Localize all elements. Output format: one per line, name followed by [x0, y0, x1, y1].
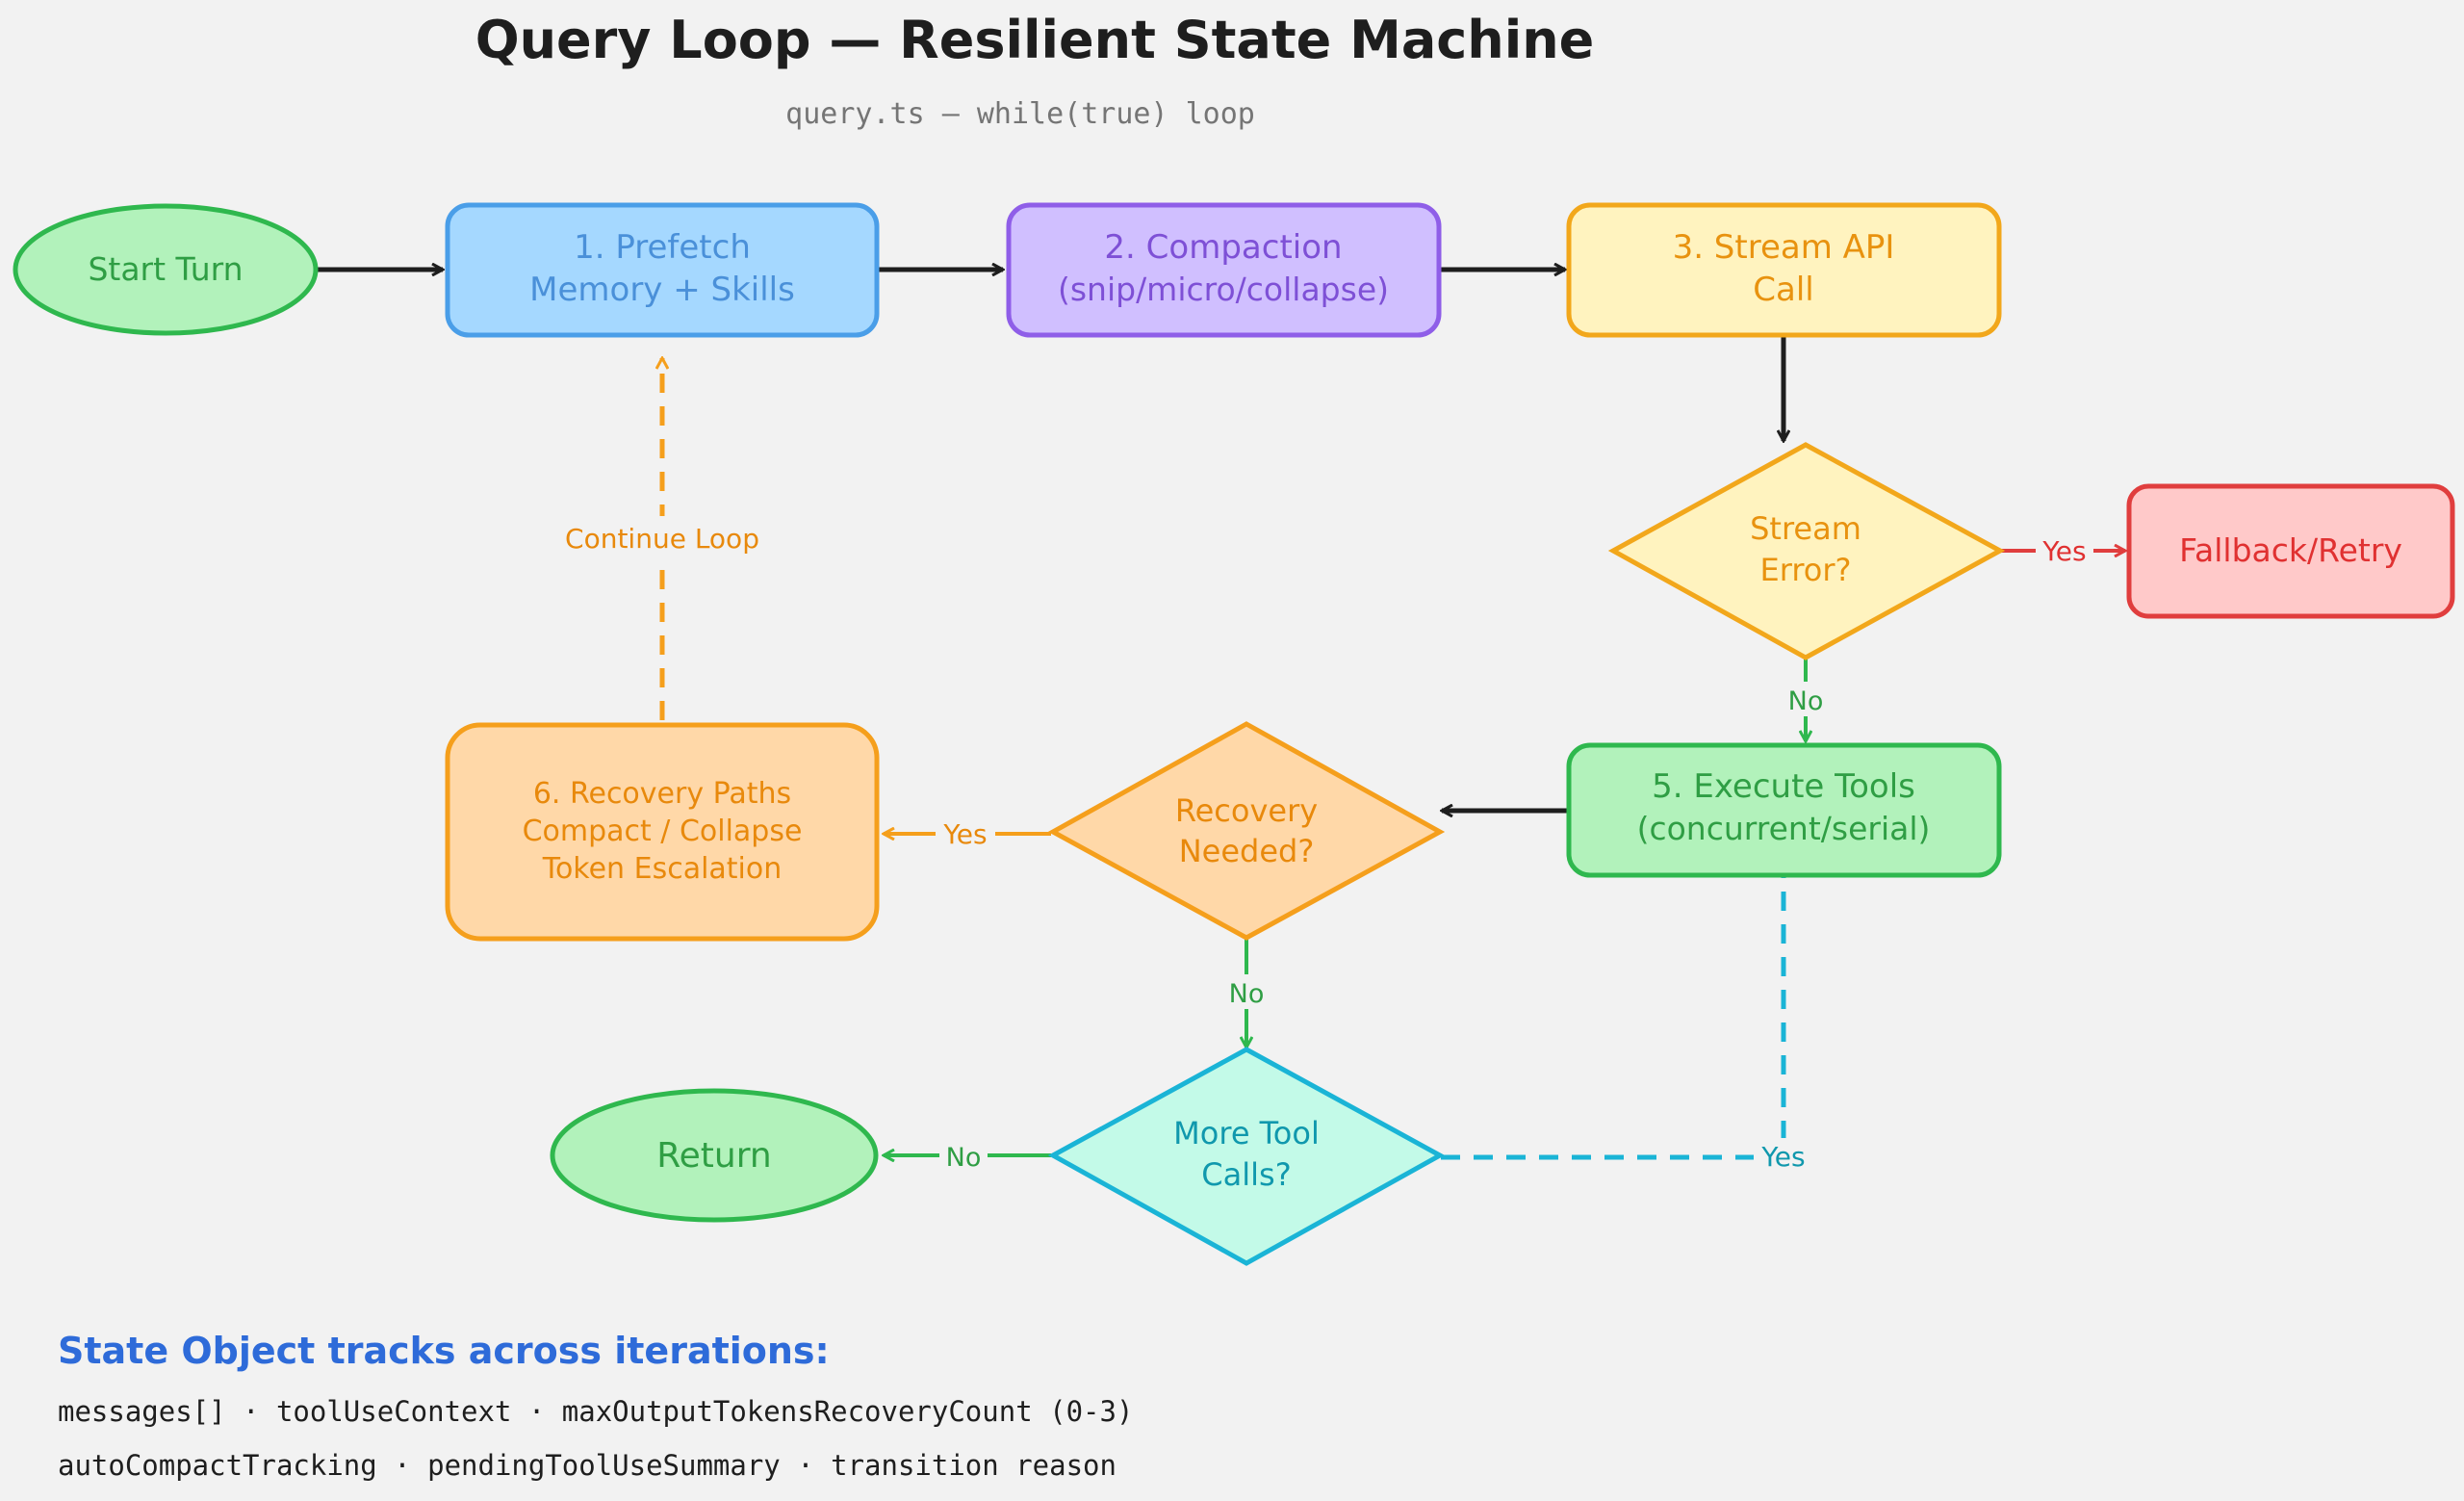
node-prefetch-line2: Memory + Skills: [529, 271, 795, 309]
node-return: [550, 1088, 879, 1223]
node-fallback-retry: [2126, 483, 2455, 619]
node-prefetch: [445, 202, 880, 338]
edge-label-bg-continue: [553, 516, 771, 562]
edge-label-more-no: No: [946, 1143, 982, 1173]
node-stream-api-line1: 3. Stream API: [1673, 228, 1895, 267]
node-stream-api-line2: Call: [1753, 271, 1813, 309]
node-compaction-line2: (snip/micro/collapse): [1058, 271, 1389, 308]
edge-label-recovery-yes: Yes: [942, 818, 987, 850]
node-stream-error-line1: Stream: [1750, 510, 1861, 547]
node-recovery-paths: [445, 722, 880, 942]
node-execute-tools: [1566, 742, 2002, 878]
node-recovery-needed-line1: Recovery: [1175, 792, 1318, 829]
edge-label-bg-stream-no: [1783, 682, 1829, 716]
edge-label-bg-recovery-yes: [936, 815, 995, 852]
page-subtitle: query.ts — while(true) loop: [785, 97, 1255, 131]
node-recovery-needed-line2: Needed?: [1179, 833, 1315, 869]
node-return-label: Return: [656, 1136, 771, 1176]
node-recovery-needed: [1047, 721, 1446, 941]
edge-label-stream-yes: Yes: [2041, 535, 2086, 567]
node-more-tool-calls: [1047, 1047, 1446, 1266]
node-compaction-line1: 2. Compaction: [1104, 228, 1342, 267]
edge-label-bg-more-yes: [1754, 1138, 1813, 1175]
node-execute-tools-line1: 5. Execute Tools: [1652, 767, 1915, 806]
edge-more-to-execute: [1441, 857, 1784, 1160]
node-stream-error-line2: Error?: [1760, 552, 1852, 588]
edge-label-more-yes: Yes: [1760, 1141, 1805, 1173]
footer-line2: autoCompactTracking · pendingToolUseSumm…: [58, 1449, 1116, 1482]
edge-label-continue-loop: Continue Loop: [565, 523, 759, 555]
node-prefetch-line1: 1. Prefetch: [574, 228, 751, 267]
node-stream-api: [1566, 202, 2002, 338]
edge-label-recovery-no: No: [1229, 979, 1265, 1009]
edge-label-bg-recovery-no: [1223, 974, 1270, 1009]
node-recovery-paths-line3: Token Escalation: [542, 852, 783, 886]
node-start-turn-label: Start Turn: [88, 250, 243, 288]
node-execute-tools-line2: (concurrent/serial): [1637, 810, 1931, 847]
node-start-turn: [13, 203, 319, 336]
edge-label-bg-stream-yes: [2036, 532, 2093, 569]
node-compaction: [1006, 202, 1442, 338]
edge-label-stream-no: No: [1788, 686, 1824, 716]
page-title: Query Loop — Resilient State Machine: [475, 10, 1595, 70]
node-fallback-retry-label: Fallback/Retry: [2179, 531, 2402, 569]
footer-line1: messages[] · toolUseContext · maxOutputT…: [58, 1395, 1133, 1428]
node-more-tool-calls-line1: More Tool: [1173, 1115, 1320, 1152]
node-more-tool-calls-line2: Calls?: [1201, 1156, 1291, 1193]
edge-label-bg-more-no: [939, 1138, 988, 1173]
footer-heading: State Object tracks across iterations:: [58, 1330, 830, 1372]
node-recovery-paths-line1: 6. Recovery Paths: [533, 777, 791, 811]
node-stream-error: [1607, 442, 2006, 660]
node-recovery-paths-line2: Compact / Collapse: [523, 815, 803, 848]
